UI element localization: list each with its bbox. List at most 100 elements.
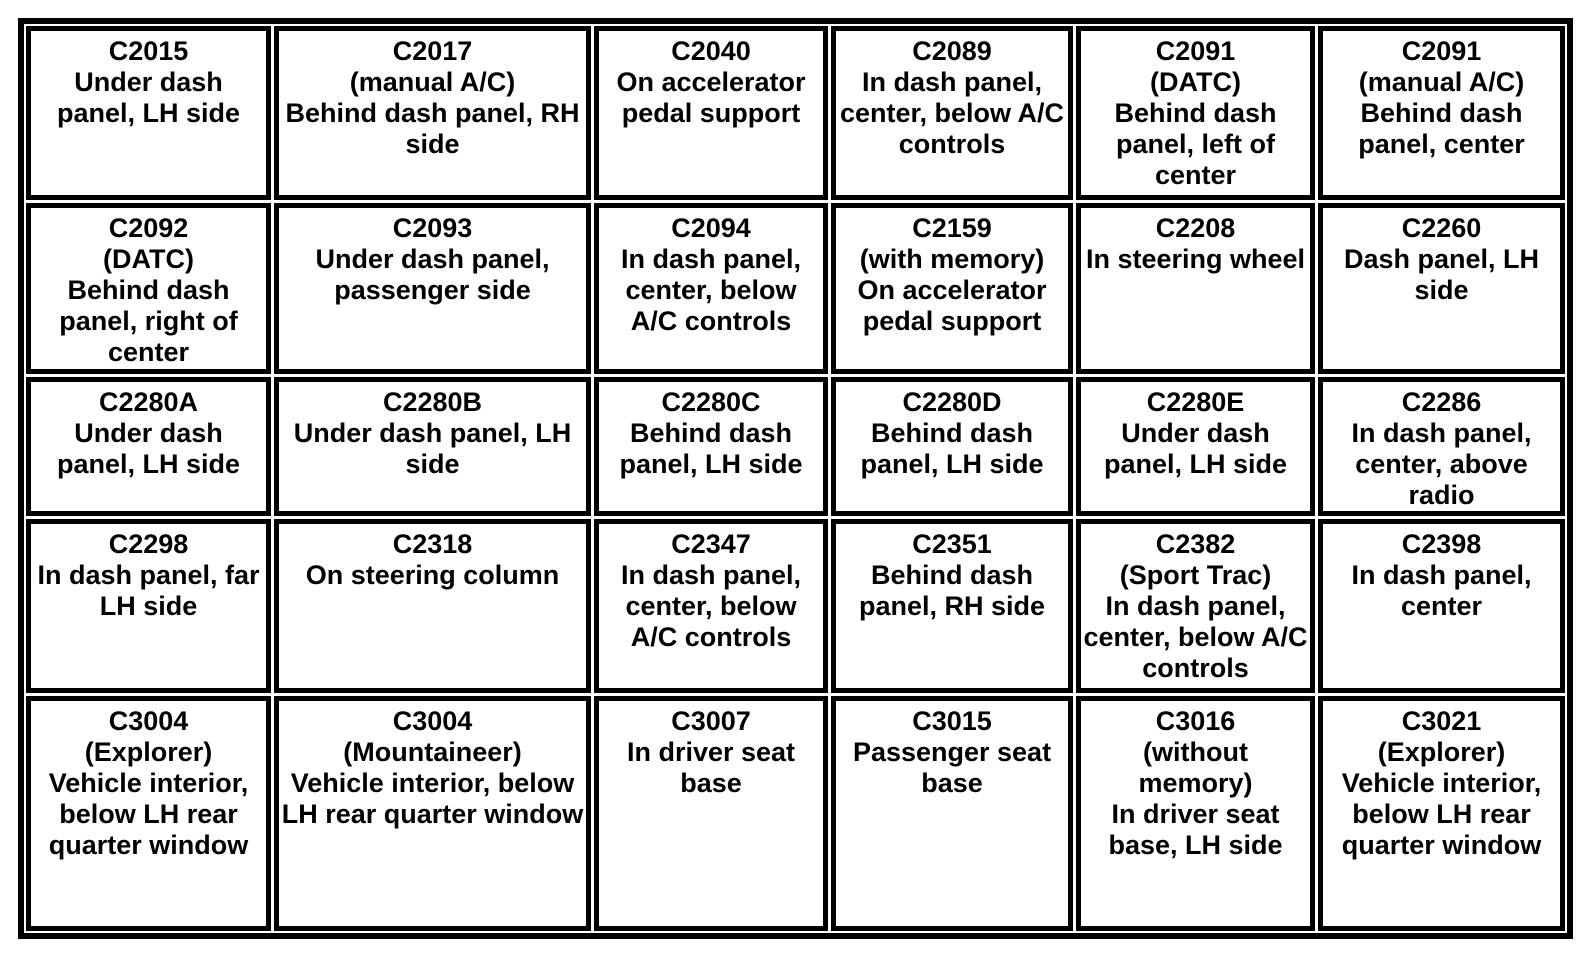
connector-location: Under dash panel, passenger side (315, 244, 550, 305)
connector-code: C2260 (1401, 213, 1482, 243)
connector-location: In dash panel, center, below A/C control… (620, 244, 802, 336)
connector-code: C2017 (392, 36, 473, 66)
table-cell: C3021 (Explorer) Vehicle interior, below… (1318, 696, 1565, 931)
connector-location: In dash panel, center, below A/C control… (620, 560, 802, 652)
connector-code: C2159 (912, 213, 992, 243)
connector-code: C2280E (1146, 387, 1245, 417)
connector-location: In dash panel, center (1351, 560, 1532, 621)
connector-code: C2347 (671, 529, 751, 559)
connector-qualifier: (without memory) (1138, 737, 1253, 798)
connector-location: Behind dash panel, LH side (619, 418, 803, 479)
connector-code: C2092 (108, 213, 189, 243)
connector-code: C2093 (392, 213, 473, 243)
table-cell: C2094 In dash panel, center, below A/C c… (594, 203, 828, 374)
connector-code: C2351 (912, 529, 992, 559)
connector-location: In steering wheel (1085, 244, 1306, 274)
connector-code: C2280B (382, 387, 483, 417)
connector-code: C2094 (671, 213, 751, 243)
connector-code: C2015 (108, 36, 189, 66)
connector-code: C3016 (1155, 706, 1236, 736)
table-cell: C2260 Dash panel, LH side (1318, 203, 1565, 374)
table-cell: C2091 (DATC) Behind dash panel, left of … (1076, 26, 1315, 200)
table-cell: C2280C Behind dash panel, LH side (594, 377, 828, 516)
connector-location: In driver seat base, LH side (1108, 799, 1283, 860)
connector-qualifier: (manual A/C) (1358, 67, 1525, 97)
connector-location: Under dash panel, LH side (56, 418, 241, 479)
table-cell: C3007 In driver seat base (594, 696, 828, 931)
table-cell: C2382 (Sport Trac) In dash panel, center… (1076, 519, 1315, 693)
connector-code: C2091 (1155, 36, 1236, 66)
connector-qualifier: (Mountaineer) (343, 737, 522, 767)
connector-location: In dash panel, center, below A/C control… (839, 67, 1065, 159)
table-cell: C2091 (manual A/C) Behind dash panel, ce… (1318, 26, 1565, 200)
table-cell: C2280E Under dash panel, LH side (1076, 377, 1315, 516)
connector-location: In driver seat base (626, 737, 796, 798)
table-cell: C2318 On steering column (274, 519, 591, 693)
connector-location: On steering column (305, 560, 560, 590)
connector-code: C2091 (1401, 36, 1482, 66)
connector-location: In dash panel, center, below A/C control… (1083, 591, 1308, 683)
connector-location: In dash panel, center, above radio (1351, 418, 1532, 510)
table-cell: C2298 In dash panel, far LH side (26, 519, 271, 693)
connector-code: C2280A (98, 387, 199, 417)
table-cell: C2208 In steering wheel (1076, 203, 1315, 374)
connector-location-table: C2015 Under dash panel, LH side C2017 (m… (18, 18, 1573, 939)
table-cell: C2092 (DATC) Behind dash panel, right of… (26, 203, 271, 374)
connector-location: Behind dash panel, center (1358, 98, 1525, 159)
table-cell: C3004 (Explorer) Vehicle interior, below… (26, 696, 271, 931)
connector-qualifier: (manual A/C) (349, 67, 516, 97)
connector-code: C2398 (1401, 529, 1482, 559)
table-cell: C2280A Under dash panel, LH side (26, 377, 271, 516)
connector-location: Vehicle interior, below LH rear quarter … (281, 768, 584, 829)
connector-qualifier: (DATC) (1150, 67, 1241, 97)
connector-qualifier: (Explorer) (84, 737, 213, 767)
connector-code: C2040 (671, 36, 751, 66)
connector-location: Vehicle interior, below LH rear quarter … (1341, 768, 1542, 860)
connector-location: Behind dash panel, right of center (59, 275, 238, 367)
connector-code: C3004 (392, 706, 473, 736)
connector-location: Under dash panel, LH side (1103, 418, 1288, 479)
table-cell: C3015 Passenger seat base (831, 696, 1073, 931)
connector-code: C2318 (392, 529, 473, 559)
connector-code: C3021 (1401, 706, 1482, 736)
table-cell: C2093 Under dash panel, passenger side (274, 203, 591, 374)
connector-location: On accelerator pedal support (616, 67, 806, 128)
table-cell: C2286 In dash panel, center, above radio (1318, 377, 1565, 516)
connector-qualifier: (DATC) (103, 244, 194, 274)
connector-location: Behind dash panel, left of center (1114, 98, 1277, 190)
connector-location: Passenger seat base (852, 737, 1052, 798)
connector-qualifier: (Explorer) (1377, 737, 1506, 767)
connector-code: C3004 (108, 706, 189, 736)
connector-code: C2280C (661, 387, 761, 417)
table-cell: C2015 Under dash panel, LH side (26, 26, 271, 200)
table-cell: C2351 Behind dash panel, RH side (831, 519, 1073, 693)
connector-code: C3015 (912, 706, 992, 736)
table-cell: C2089 In dash panel, center, below A/C c… (831, 26, 1073, 200)
connector-location: In dash panel, far LH side (37, 560, 260, 621)
table-cell: C2280D Behind dash panel, LH side (831, 377, 1073, 516)
connector-code: C2089 (912, 36, 992, 66)
connector-qualifier: (with memory) (859, 244, 1045, 274)
table-cell: C2159 (with memory) On accelerator pedal… (831, 203, 1073, 374)
connector-location: Behind dash panel, RH side (858, 560, 1046, 621)
connector-code: C2286 (1401, 387, 1482, 417)
table-cell: C2040 On accelerator pedal support (594, 26, 828, 200)
connector-location: Behind dash panel, LH side (860, 418, 1044, 479)
table-cell: C2347 In dash panel, center, below A/C c… (594, 519, 828, 693)
connector-code: C2298 (108, 529, 189, 559)
table-cell: C3004 (Mountaineer) Vehicle interior, be… (274, 696, 591, 931)
connector-location: Under dash panel, LH side (56, 67, 241, 128)
connector-code: C2382 (1155, 529, 1236, 559)
connector-location: Behind dash panel, RH side (285, 98, 580, 159)
connector-code: C2280D (902, 387, 1002, 417)
connector-location: On accelerator pedal support (857, 275, 1047, 336)
connector-location: Vehicle interior, below LH rear quarter … (48, 768, 249, 860)
connector-location: Under dash panel, LH side (293, 418, 572, 479)
table-cell: C2280B Under dash panel, LH side (274, 377, 591, 516)
connector-location: Dash panel, LH side (1343, 244, 1540, 305)
table-cell: C3016 (without memory) In driver seat ba… (1076, 696, 1315, 931)
connector-code: C3007 (671, 706, 751, 736)
table-cell: C2017 (manual A/C) Behind dash panel, RH… (274, 26, 591, 200)
connector-qualifier: (Sport Trac) (1119, 560, 1272, 590)
connector-code: C2208 (1155, 213, 1236, 243)
